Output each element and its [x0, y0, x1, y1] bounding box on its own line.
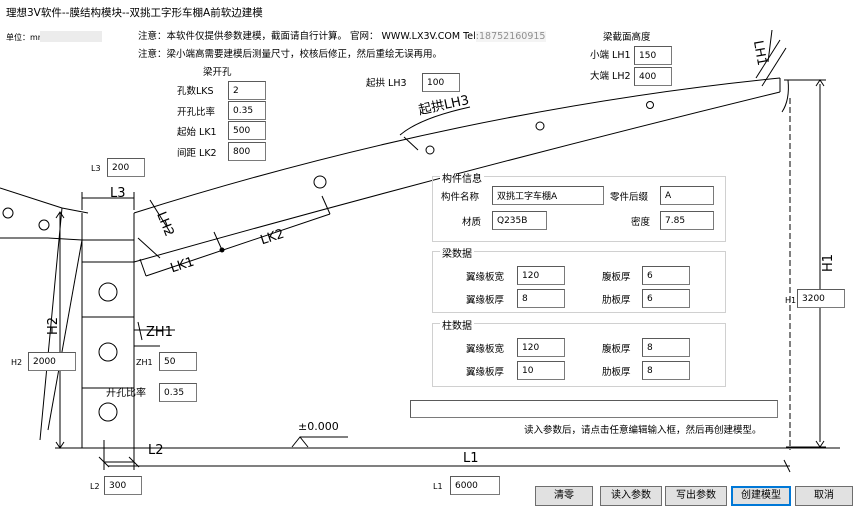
density-label: 密度 — [631, 217, 651, 228]
density-input[interactable] — [660, 211, 714, 230]
beam-web-thickness-label: 腹板厚 — [602, 272, 631, 283]
lk2-input[interactable] — [228, 142, 266, 161]
lks-input[interactable] — [228, 81, 266, 100]
lh3-input[interactable] — [422, 73, 460, 92]
h1-input[interactable] — [797, 289, 845, 308]
l1-input[interactable] — [450, 476, 500, 495]
h2-input[interactable] — [28, 352, 76, 371]
column-rib-thickness-label: 肋板厚 — [602, 367, 631, 378]
lh1-input[interactable] — [634, 46, 672, 65]
material-input[interactable] — [492, 211, 547, 230]
lh1-label: 小端 LH1 — [590, 50, 631, 61]
component-title: 构件信息 — [440, 174, 484, 186]
beam-flange-thickness-label: 翼缘板厚 — [466, 295, 505, 306]
column-flange-width-label: 翼缘板宽 — [466, 344, 505, 355]
l3-input-label: L3 — [91, 164, 101, 173]
l1-input-label: L1 — [433, 482, 443, 491]
beam-rib-thickness-label: 肋板厚 — [602, 295, 631, 306]
unit-label: 单位：mm g/cm3 — [6, 33, 73, 42]
beam-web-thickness-input[interactable] — [642, 266, 690, 285]
label-col-ratio: 开孔比率 — [106, 386, 146, 399]
column-web-thickness-input[interactable] — [642, 338, 690, 357]
label-lk2: LK2 — [259, 227, 287, 249]
label-level: ±0.000 — [298, 420, 339, 433]
label-h2: H2 — [46, 317, 61, 335]
column-data-group — [432, 323, 726, 387]
label-lk1: LK1 — [169, 255, 197, 277]
tel-field-bg — [476, 31, 546, 42]
beam-section-title: 梁截面高度 — [603, 32, 651, 43]
label-h1: H1 — [821, 254, 836, 272]
h1-input-label: H1 — [785, 296, 797, 305]
l2-input[interactable] — [104, 476, 142, 495]
zh1-input[interactable] — [159, 352, 197, 371]
lks-label: 孔数LKS — [177, 86, 214, 97]
column-rib-thickness-input[interactable] — [642, 361, 690, 380]
column-data-title: 柱数据 — [440, 321, 474, 333]
lk1-label: 起始 LK1 — [177, 127, 217, 138]
opening-ratio-label: 开孔比率 — [177, 107, 216, 118]
write-params-button[interactable]: 写出参数 — [665, 486, 727, 506]
column-flange-width-input[interactable] — [517, 338, 565, 357]
create-model-button[interactable]: 创建模型 — [731, 486, 791, 506]
status-message-box[interactable] — [410, 400, 778, 418]
column-flange-thickness-label: 翼缘板厚 — [466, 367, 505, 378]
label-lh3: 起拱LH3 — [417, 93, 470, 118]
label-lh1: LH1 — [750, 39, 769, 67]
status-hint: 读入参数后，请点击任意编辑输入框，然后再创建模型。 — [524, 425, 762, 436]
lk1-input[interactable] — [228, 121, 266, 140]
component-name-label: 构件名称 — [441, 192, 480, 203]
component-group — [432, 176, 726, 242]
beam-flange-width-input[interactable] — [517, 266, 565, 285]
part-suffix-label: 零件后缀 — [610, 192, 649, 203]
lh2-label: 大端 LH2 — [590, 71, 631, 82]
label-l1: L1 — [463, 451, 479, 466]
label-lh2: LH2 — [153, 210, 176, 239]
beam-flange-thickness-input[interactable] — [517, 289, 565, 308]
lk2-label: 间距 LK2 — [177, 148, 217, 159]
col-ratio-input[interactable] — [159, 383, 197, 402]
column-flange-thickness-input[interactable] — [517, 361, 565, 380]
read-params-button[interactable]: 读入参数 — [600, 486, 662, 506]
cancel-button[interactable]: 取消 — [795, 486, 853, 506]
lh2-input[interactable] — [634, 67, 672, 86]
clear-button[interactable]: 清零 — [535, 486, 593, 506]
l2-input-label: L2 — [90, 482, 100, 491]
note-1: 注意：本软件仅提供参数建模，截面请自行计算。 官网： WWW.LX3V.COM … — [138, 31, 546, 42]
opening-title: 梁开孔 — [203, 67, 232, 78]
label-zh1: ZH1 — [146, 325, 173, 340]
part-suffix-input[interactable] — [660, 186, 714, 205]
l3-input[interactable] — [107, 158, 145, 177]
zh1-input-label: ZH1 — [136, 358, 153, 367]
beam-flange-width-label: 翼缘板宽 — [466, 272, 505, 283]
beam-data-title: 梁数据 — [440, 249, 474, 261]
unit-field-bg — [40, 31, 102, 42]
beam-rib-thickness-input[interactable] — [642, 289, 690, 308]
material-label: 材质 — [462, 217, 482, 228]
label-l2: L2 — [148, 443, 164, 458]
beam-data-group — [432, 251, 726, 313]
label-l3: L3 — [110, 186, 126, 201]
opening-ratio-input[interactable] — [228, 101, 266, 120]
note-2: 注意：梁小端高需要建模后测量尺寸，校核后修正，然后重绘无误再用。 — [138, 49, 443, 60]
component-name-input[interactable] — [492, 186, 604, 205]
lh3-label: 起拱 LH3 — [366, 78, 407, 89]
column-web-thickness-label: 腹板厚 — [602, 344, 631, 355]
window-title: 理想3V软件--膜结构模块--双挑工字形车棚A前软边建模 — [6, 7, 263, 19]
h2-input-label: H2 — [11, 358, 23, 367]
